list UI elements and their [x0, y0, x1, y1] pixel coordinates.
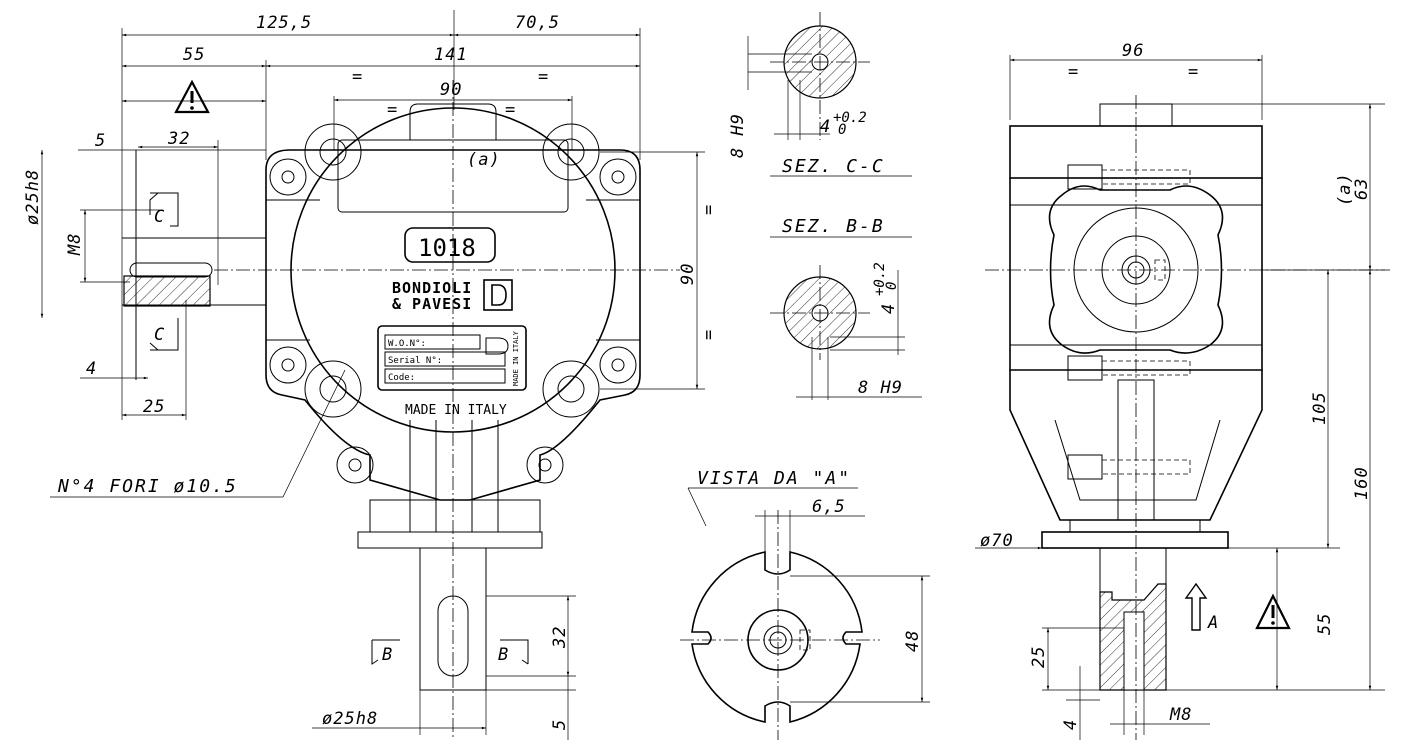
section-c-top: C [154, 207, 165, 227]
view-a-arrow-icon [1184, 582, 1208, 631]
model-plate: 1018 [418, 234, 476, 262]
id-plate: W.O.N°: Serial N°: Code: MADE IN ITALY [377, 325, 527, 391]
dim-eq-4: = [505, 100, 516, 120]
dim-25h8-left: ø25h8 [23, 169, 43, 225]
dim-4-left: 4 [86, 359, 97, 379]
gearbox-body: (a) 1018 BONDIOLI & PAVESI W.O.N°: Seria… [214, 80, 680, 740]
side-dim-4: 4 [1061, 719, 1081, 730]
side-dim-55: 55 [1315, 613, 1335, 635]
made-in-italy: MADE IN ITALY [405, 403, 507, 418]
view-a-title: VISTA DA "A" [697, 468, 851, 489]
brand-line-2: & PAVESI [392, 295, 472, 313]
dim-70-5: 70,5 [515, 13, 560, 33]
dim-90-top: 90 [440, 80, 462, 100]
warning-icon-side [1255, 593, 1291, 630]
dim-32-left: 32 [167, 129, 190, 149]
cc-tol-up: +0.2 [833, 110, 867, 126]
dim-48: 48 [903, 630, 923, 652]
side-dim-70: ø70 [980, 531, 1014, 551]
side-dim-a: (a) [1335, 172, 1355, 206]
brand-line-1: BONDIOLI [392, 279, 472, 297]
left-shaft-profile: C C [40, 140, 266, 420]
dim-6-5: 6,5 [812, 497, 846, 517]
section-bb-title: SEZ. B-B [782, 216, 885, 237]
dim-5: 5 [95, 131, 106, 151]
view-from-a: VISTA DA "A" 6,5 48 [680, 468, 930, 740]
dim-125-5: 125,5 [256, 13, 312, 33]
side-view: 96 = = [975, 41, 1390, 740]
section-b-b: SEZ. B-B 8 H9 4 +0.2 0 [770, 216, 922, 400]
id-plate-row-2: Serial N°: [388, 356, 442, 366]
bb-tol: 4 [879, 303, 899, 314]
cc-h9: 8 H9 [728, 113, 748, 158]
section-b-right: B [498, 645, 509, 665]
side-eq-1: = [1068, 62, 1079, 82]
brand-logo [483, 279, 513, 311]
dim-55-top: 55 [183, 45, 205, 65]
dim-eq-1: = [352, 67, 363, 87]
cc-tol: 4 [820, 117, 831, 137]
side-bolts [1067, 164, 1191, 480]
dim-m8-left: M8 [65, 233, 85, 256]
bb-h9: 8 H9 [858, 378, 903, 398]
dim-eq-5: = [699, 204, 719, 215]
dim-eq-2: = [538, 67, 549, 87]
side-arrow-label-a: A [1207, 613, 1219, 633]
dim-25-left: 25 [143, 397, 165, 417]
section-c-bottom: C [154, 325, 165, 345]
front-view: 125,5 70,5 55 141 = = 90 = = C [23, 10, 719, 740]
side-eq-2: = [1188, 62, 1199, 82]
side-dim-25: 25 [1029, 646, 1049, 668]
side-dim-105: 105 [1310, 391, 1330, 425]
side-dim-m8: M8 [1169, 705, 1192, 725]
holes-note: N°4 FORI ø10.5 [57, 476, 238, 497]
section-cc-title: SEZ. C-C [782, 156, 885, 177]
side-dim-63: 63 [1352, 178, 1372, 200]
dim-32-shaft: 32 [550, 626, 570, 649]
bb-tol-dn: 0 [884, 282, 900, 290]
warning-icon [174, 79, 210, 114]
side-dim-160: 160 [1352, 466, 1372, 500]
id-plate-row-3: Code: [388, 373, 415, 383]
dim-141: 141 [434, 45, 468, 65]
dim-a-front: (a) [467, 150, 501, 170]
dim-25h8-bottom: ø25h8 [322, 709, 378, 729]
id-plate-side-text: MADE IN ITALY [512, 330, 520, 386]
bolt-bosses [269, 123, 637, 484]
dim-eq-6: = [699, 329, 719, 340]
section-c-c: 8 H9 4 +0.2 0 SEZ. C-C [728, 12, 912, 177]
top-dimensions [121, 10, 641, 420]
side-dim-96: 96 [1122, 41, 1144, 61]
section-b-left: B [382, 645, 393, 665]
dim-eq-3: = [387, 100, 398, 120]
dim-5-shaft: 5 [550, 719, 570, 730]
bb-tol-up: +0.2 [872, 262, 888, 296]
dim-90-right: 90 [678, 263, 698, 285]
id-plate-row-1: W.O.N°: [388, 339, 426, 349]
cc-tol-dn: 0 [838, 122, 846, 138]
